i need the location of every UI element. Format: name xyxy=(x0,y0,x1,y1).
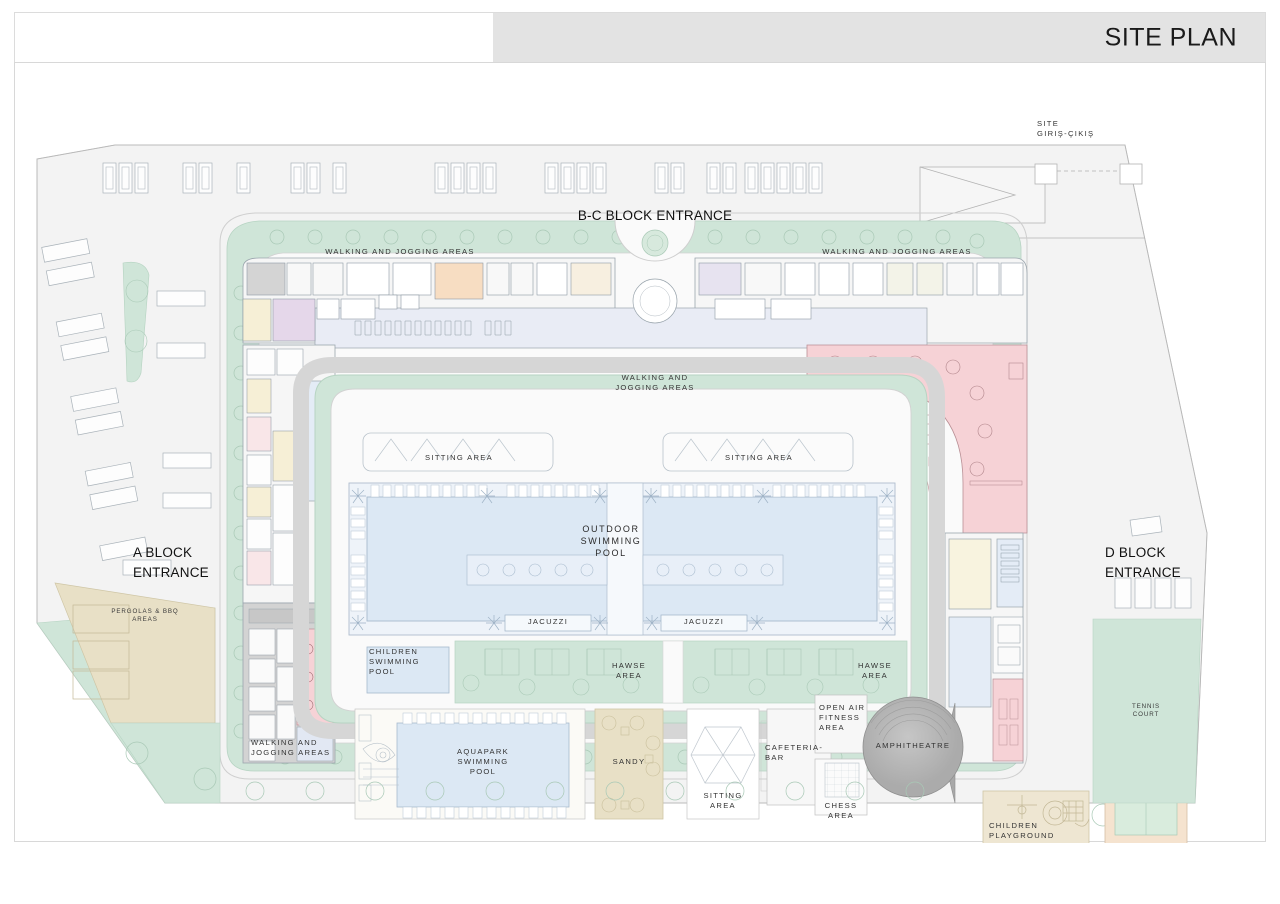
children-swimming-pool-shape xyxy=(366,646,450,694)
south-perimeter-trees xyxy=(245,781,925,801)
island-trees xyxy=(124,279,149,353)
green-island-west xyxy=(122,261,150,383)
title-block: SITE PLAN xyxy=(14,12,1266,64)
pergola-units xyxy=(72,604,130,700)
drawing-sheet: B-C BLOCK ENTRANCE A BLOCK ENTRANCE D BL… xyxy=(14,62,1267,843)
site-plan-canvas: B-C BLOCK ENTRANCE A BLOCK ENTRANCE D BL… xyxy=(15,63,1267,843)
parking-east xyxy=(1114,515,1192,609)
hawse-green-band xyxy=(454,640,908,704)
green-sw-lower xyxy=(110,722,221,804)
aquapark-pool-shape xyxy=(354,708,586,820)
page-title: SITE PLAN xyxy=(1104,23,1237,52)
outdoor-swimming-pool xyxy=(348,482,896,636)
palm-markers xyxy=(350,488,895,631)
north-building-block xyxy=(242,257,1028,349)
parking-west xyxy=(41,238,212,576)
site-gate-symbol xyxy=(919,163,1145,239)
sitting-areas-north xyxy=(362,432,854,472)
parking-north xyxy=(102,162,823,194)
sw-trees xyxy=(125,741,217,791)
jacuzzi-right-basin xyxy=(660,614,748,632)
title-block-fill xyxy=(493,13,1265,63)
children-playground-shape xyxy=(982,790,1115,843)
sitting-area-bottom-shape xyxy=(686,708,760,820)
jacuzzi-left-basin xyxy=(504,614,592,632)
sandy-area-shape xyxy=(594,708,664,820)
amphitheatre-shape xyxy=(862,696,964,804)
bc-entrance-node xyxy=(614,212,696,262)
d-block-green xyxy=(1092,618,1202,804)
site-plan-vector xyxy=(36,144,1208,843)
fitness-chess-shapes xyxy=(814,694,868,816)
east-building-wing xyxy=(944,532,1024,764)
